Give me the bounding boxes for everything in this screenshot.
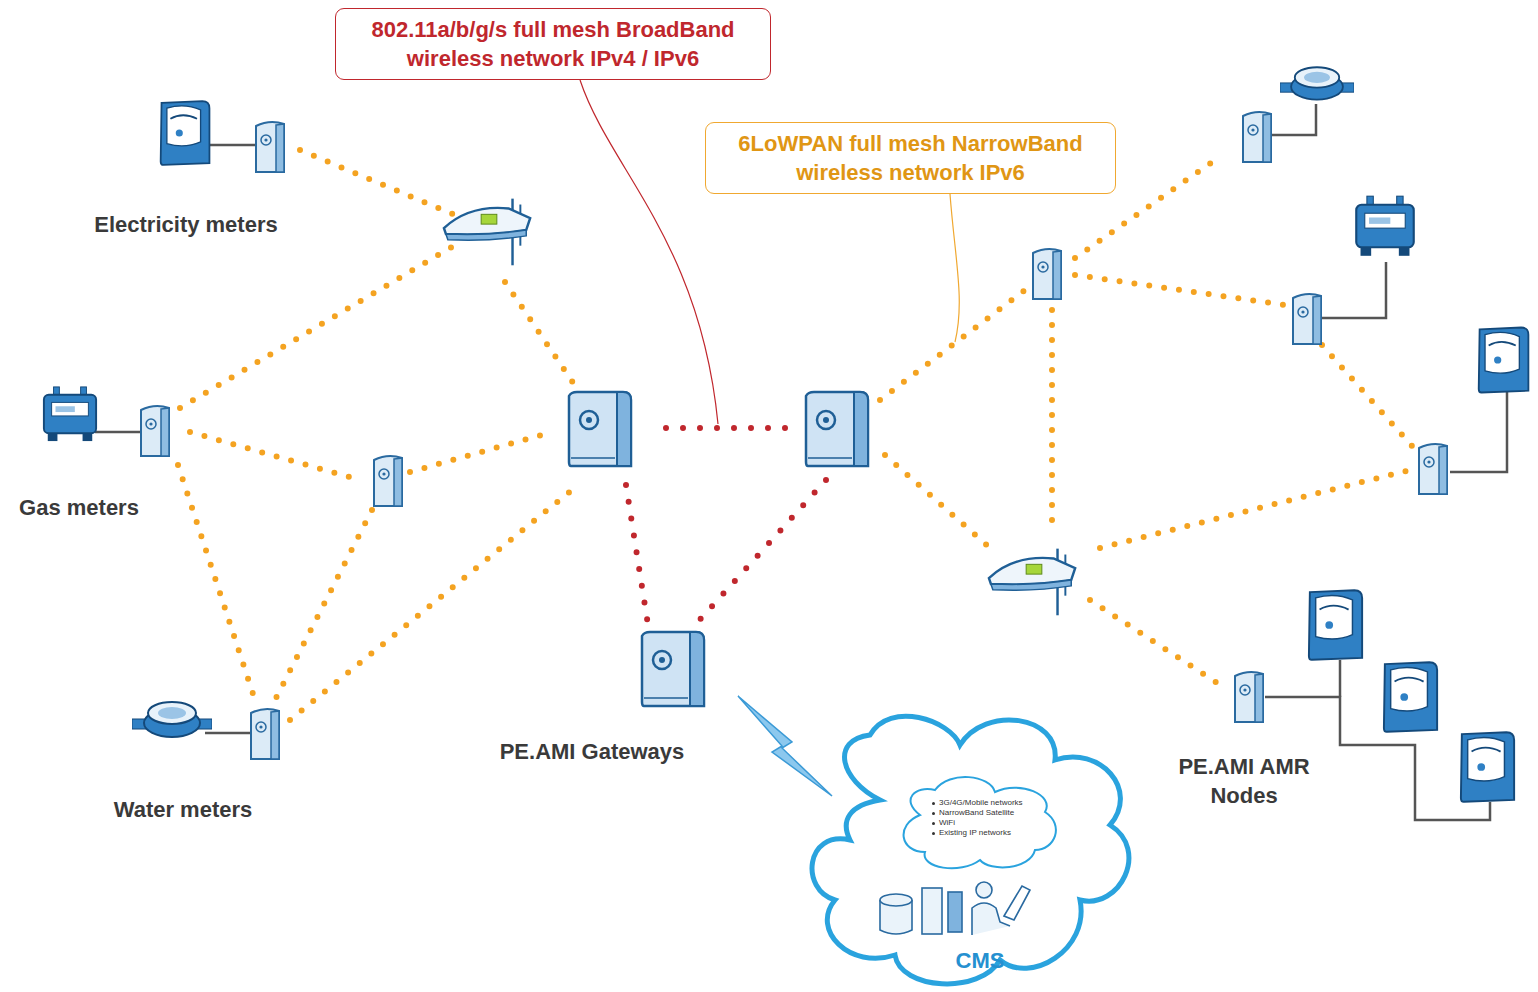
group-label: Gas meters bbox=[4, 493, 154, 522]
bullet-text: WiFi bbox=[939, 818, 955, 828]
bullet-dot bbox=[932, 812, 935, 815]
narrowband-callout: 6LoWPAN full mesh NarrowBand wireless ne… bbox=[705, 122, 1116, 194]
bullet-dot bbox=[932, 822, 935, 825]
group-label: PE.AMI Gateways bbox=[482, 737, 702, 766]
callout-text: 6LoWPAN full mesh NarrowBand wireless ne… bbox=[720, 129, 1101, 187]
bullet-item: Existing IP networks bbox=[932, 828, 1023, 838]
bullet-item: NarrowBand Satellite bbox=[932, 808, 1023, 818]
bullet-text: NarrowBand Satellite bbox=[939, 808, 1014, 818]
cloud-title: CMS bbox=[820, 948, 1140, 974]
bullet-item: 3G/4G/Mobile networks bbox=[932, 798, 1023, 808]
broadband-callout: 802.11a/b/g/s full mesh BroadBand wirele… bbox=[335, 8, 771, 80]
callout-text: 802.11a/b/g/s full mesh BroadBand wirele… bbox=[350, 15, 756, 73]
bullet-text: 3G/4G/Mobile networks bbox=[939, 798, 1023, 808]
group-label: Electricity meters bbox=[66, 210, 306, 239]
network-list: 3G/4G/Mobile networksNarrowBand Satellit… bbox=[932, 798, 1023, 838]
bullet-item: WiFi bbox=[932, 818, 1023, 828]
cms-cloud: 3G/4G/Mobile networksNarrowBand Satellit… bbox=[820, 730, 1140, 992]
group-label: PE.AMI AMR Nodes bbox=[1164, 752, 1324, 810]
group-label: Water meters bbox=[83, 795, 283, 824]
bullet-text: Existing IP networks bbox=[939, 828, 1011, 838]
bullet-dot bbox=[932, 832, 935, 835]
bullet-dot bbox=[932, 802, 935, 805]
